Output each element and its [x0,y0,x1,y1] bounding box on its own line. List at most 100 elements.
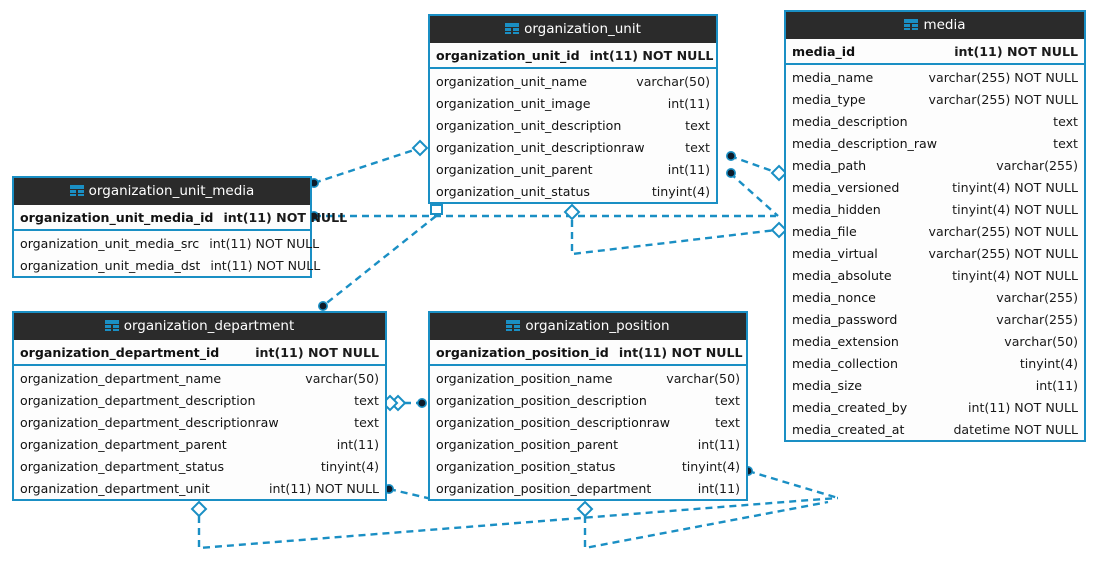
diamond-marker [389,394,407,412]
column-type: int(11) [667,95,710,111]
column-name: media_created_by [792,399,908,415]
column-type: int(11) NOT NULL [269,480,379,496]
column-name: organization_unit_id [436,47,580,63]
link-position-to-media [583,500,829,550]
dot-marker [317,300,328,311]
column-name: organization_department_unit [20,480,210,496]
column-type: varchar(50) [1004,333,1078,349]
table-header-organization_department[interactable]: organization_department [14,313,385,340]
column-name: media_hidden [792,201,881,217]
column-row[interactable]: media_created_at datetime NOT NULL [786,418,1084,440]
relationship-square-markers [430,204,443,215]
diamond-marker [190,500,208,518]
column-row[interactable]: organization_department_unit int(11) NOT … [14,477,385,499]
table-title: media [923,17,966,33]
table-header-organization_position[interactable]: organization_position [430,313,746,340]
column-type: varchar(50) [636,73,710,89]
column-type: text [685,139,710,155]
column-row[interactable]: organization_department_status tinyint(4) [14,455,385,477]
link-position-status-to-junction [747,469,839,500]
link-unit-to-media-a [729,154,779,175]
dot-marker [416,397,427,408]
column-name: media_created_at [792,421,905,437]
column-name: organization_department_name [20,370,222,386]
column-type: int(11) NOT NULL [255,344,379,360]
table-header-organization_unit[interactable]: organization_unit [430,16,716,43]
column-type: int(11) NOT NULL [209,235,320,251]
column-name: media_collection [792,355,898,371]
dot-marker [725,168,736,179]
column-type: int(11) NOT NULL [589,47,714,63]
table-organization_unit_media[interactable]: organization_unit_media organization_unit… [12,176,347,278]
column-type: int(11) NOT NULL [223,209,348,225]
column-row[interactable]: organization_unit_name varchar(50) [430,70,716,92]
column-type: tinyint(4) NOT NULL [952,267,1078,283]
column-type: varchar(50) [666,370,740,386]
table-icon [506,320,521,331]
column-name: organization_position_descriptionraw [436,414,670,430]
column-type: tinyint(4) NOT NULL [952,179,1078,195]
column-name: organization_unit_description [436,117,622,133]
table-header-media[interactable]: media [786,12,1084,39]
table-icon [505,23,520,34]
link-unit-bottom-to-media [570,220,777,256]
column-type: varchar(255) [996,289,1078,305]
column-type: tinyint(4) NOT NULL [952,201,1078,217]
column-type: int(11) [697,480,740,496]
table-title: organization_unit_media [88,183,255,199]
primary-key-row[interactable]: organization_unit_id int(11) NOT NULL [430,43,716,69]
table-header-organization_unit_media[interactable]: organization_unit_media [14,178,310,205]
column-row[interactable]: media_hidden tinyint(4) NOT NULL [786,198,1084,220]
column-name: organization_department_parent [20,436,227,452]
column-type: tinyint(4) [681,458,740,474]
link-unit-to-department [322,215,437,307]
column-type: datetime NOT NULL [953,421,1078,437]
column-name: organization_department_status [20,458,225,474]
column-type: tinyint(4) [320,458,379,474]
column-name: organization_unit_name [436,73,588,89]
column-name: organization_unit_media_id [20,209,214,225]
column-type: text [354,392,379,408]
primary-key-row[interactable]: organization_unit_media_id int(11) NOT NU… [14,205,347,231]
